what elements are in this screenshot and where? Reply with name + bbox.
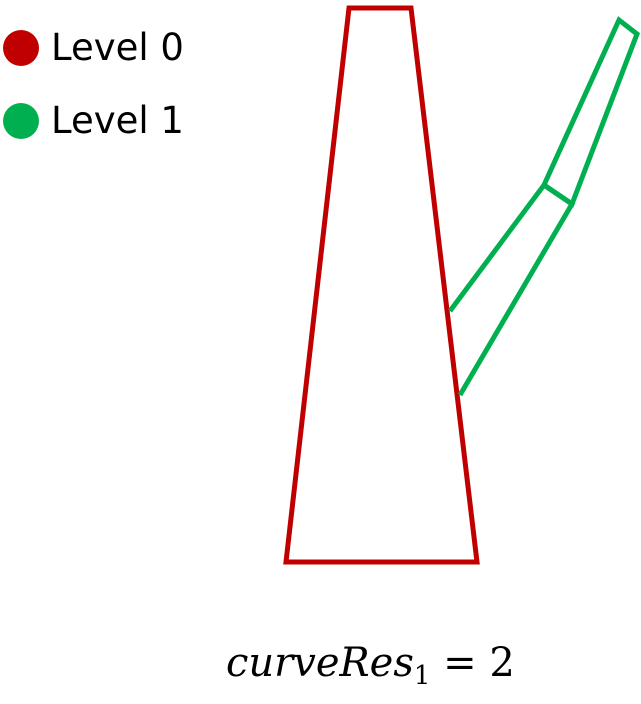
level-1-dot-icon [3, 103, 39, 139]
legend-label-level-1: Level 1 [51, 99, 184, 142]
formula-value: 2 [489, 640, 515, 686]
level-0-segment [283, 5, 480, 565]
level-1-segment-2 [540, 16, 640, 208]
formula-operator: = [443, 640, 477, 686]
level-0-dot-icon [3, 30, 39, 66]
legend-item-level-0: Level 0 [0, 24, 184, 72]
legend: Level 0 Level 1 [0, 24, 184, 170]
curve-res-formula: curveRes1 = 2 [226, 640, 515, 691]
formula-subscript: 1 [413, 661, 431, 691]
level-1-segment-1 [447, 181, 576, 397]
legend-item-level-1: Level 1 [0, 97, 184, 145]
legend-label-level-0: Level 0 [51, 26, 184, 69]
formula-variable: curveRes [226, 640, 414, 686]
